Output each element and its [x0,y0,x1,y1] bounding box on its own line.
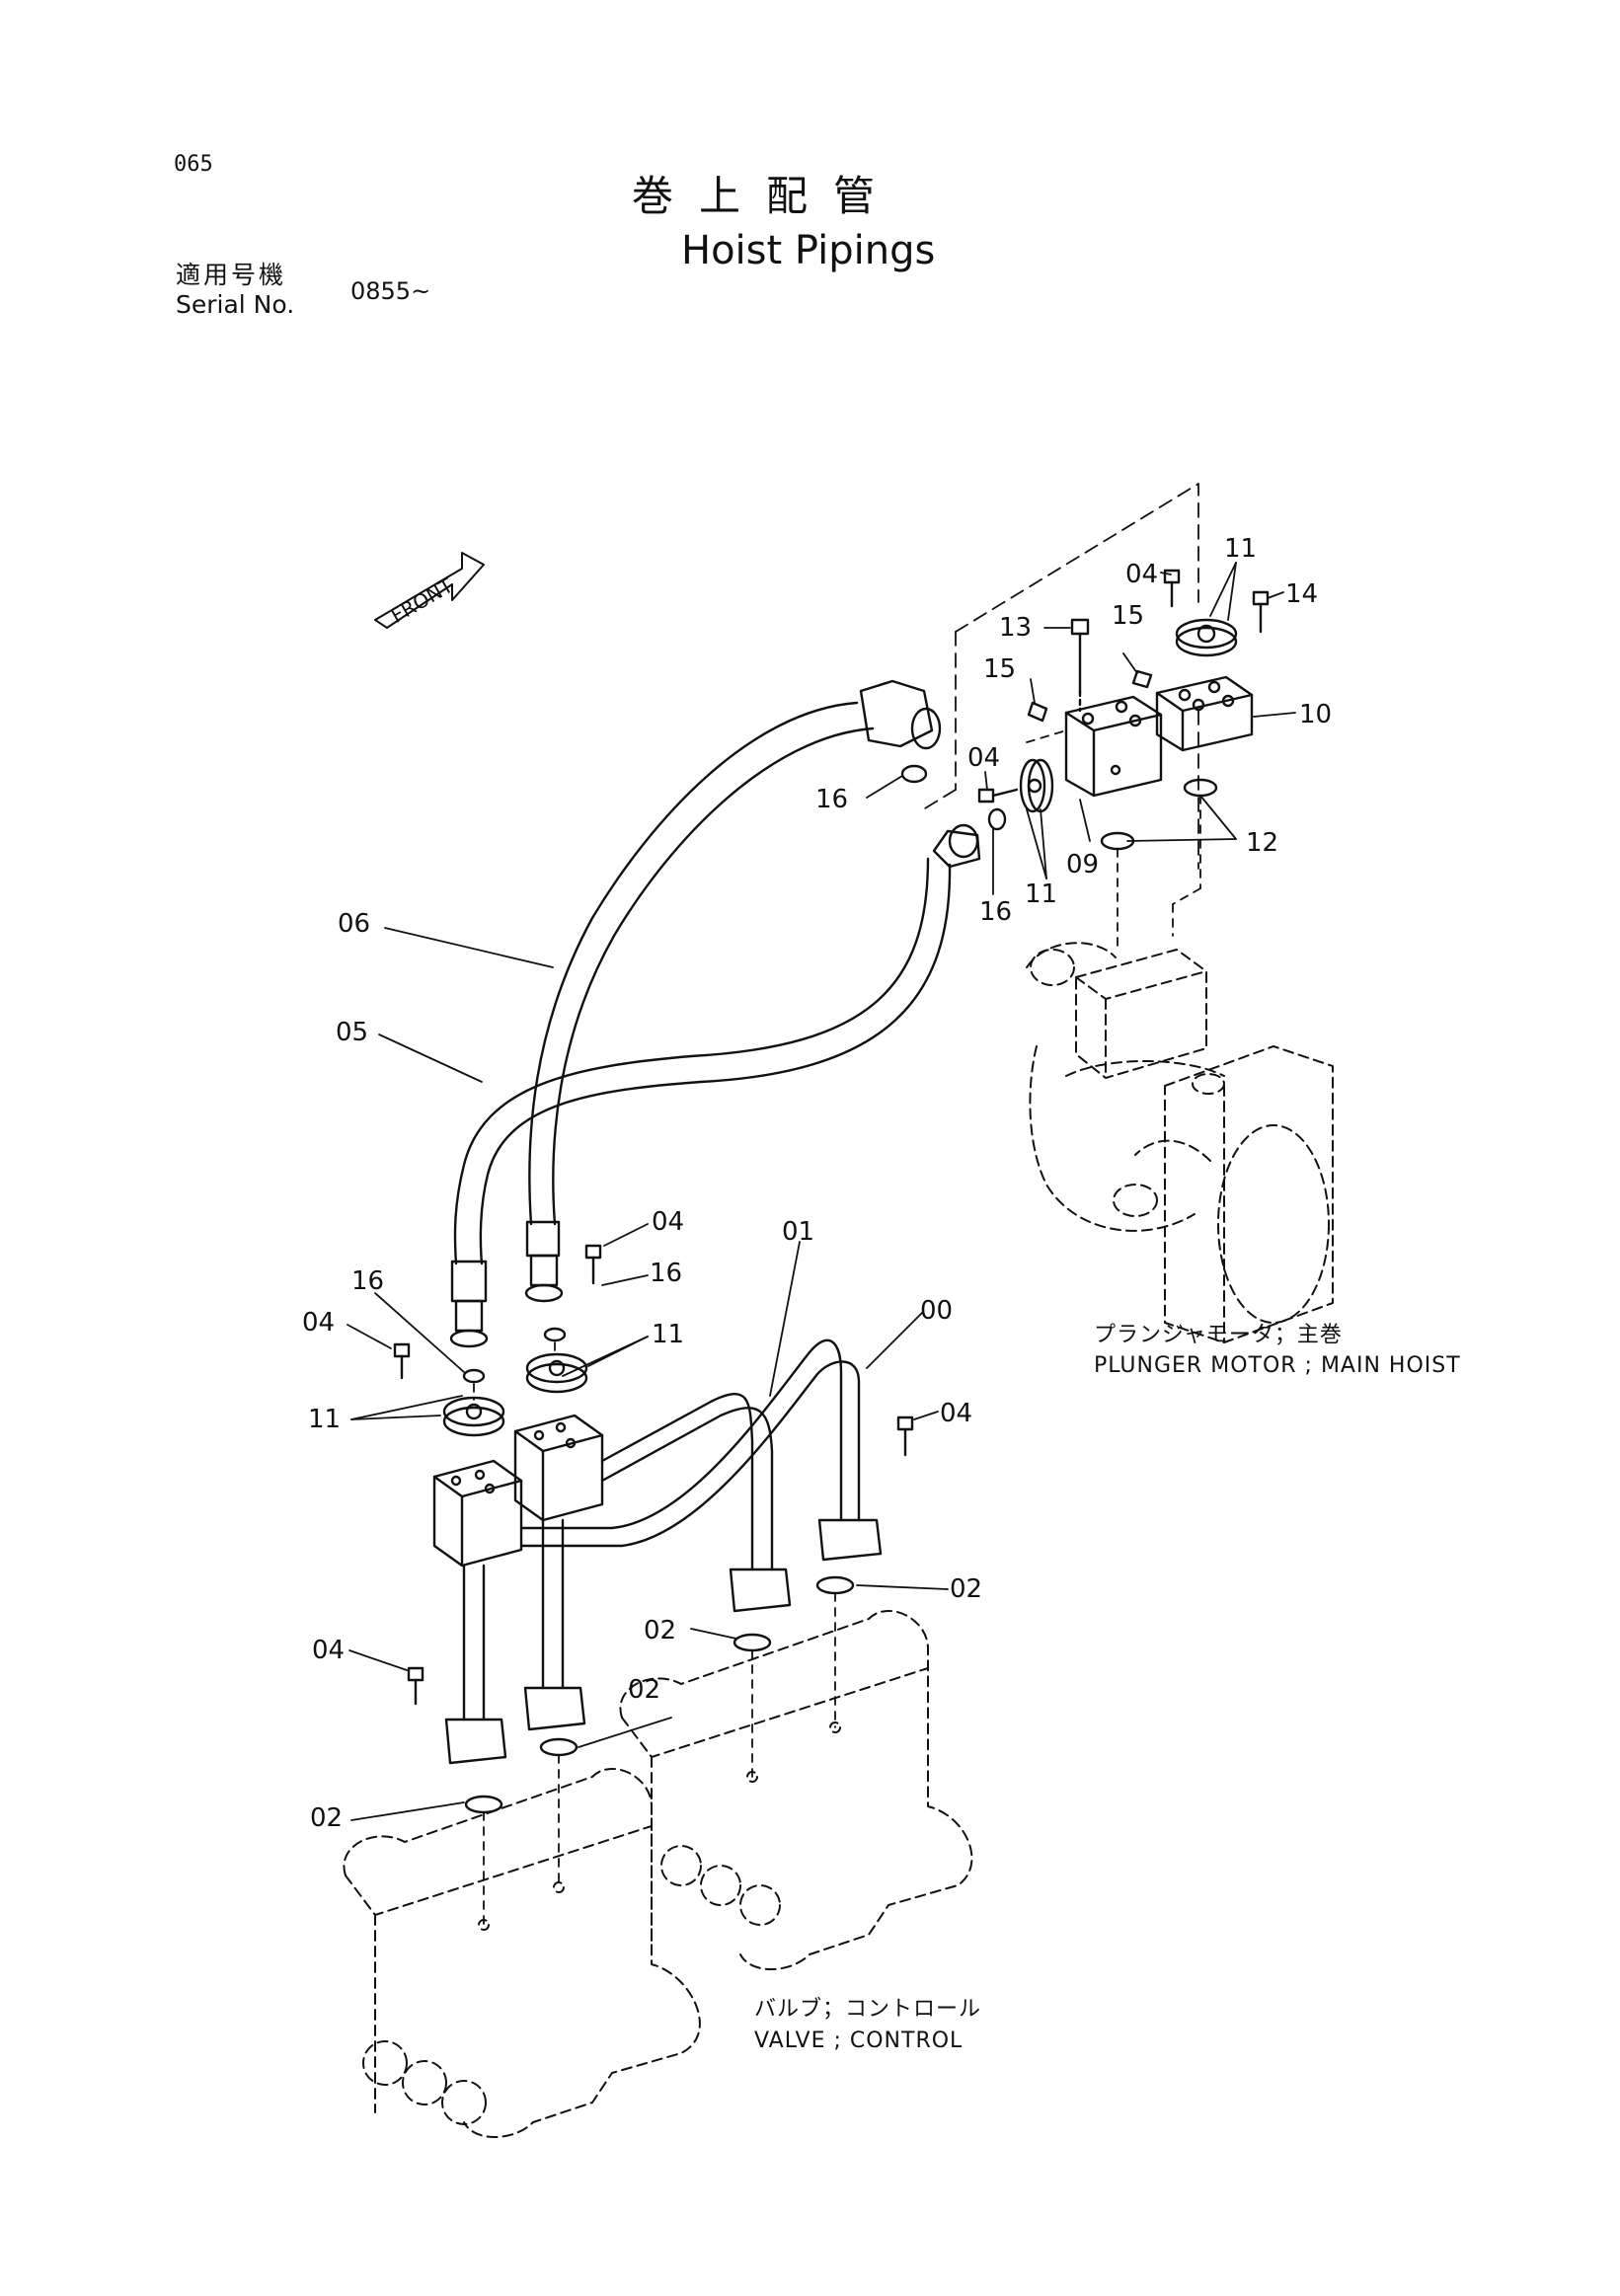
callout-15: 15 [1112,601,1144,631]
page-number: 065 [174,152,213,177]
callout-13: 13 [999,613,1032,643]
valve-caption: VALVE ; CONTROL [754,2028,964,2053]
callout-04: 04 [312,1636,345,1665]
callout-16: 16 [351,1266,384,1296]
block-left-lower [432,1459,523,1568]
callout-02: 02 [310,1803,343,1833]
callout-15: 15 [983,654,1016,684]
plunger-motor [1026,942,1334,1343]
o-ring-02 [815,1575,855,1595]
callout-12: 12 [1246,828,1278,858]
serial-label-jp: 適用号機 [176,261,287,289]
front-arrow: FRONT [374,552,485,629]
flange-11-top [1175,618,1238,657]
pipe-flanges [444,1518,883,1765]
callout-06: 06 [338,909,370,939]
motor-caption-jp: プランジャモータ；主巻 [1094,1323,1343,1347]
callout-16: 16 [650,1259,682,1288]
o-ring-16 [543,1327,567,1342]
hose-05 [449,823,981,1348]
o-ring-16 [900,764,928,784]
callout-04: 04 [1125,560,1158,589]
callout-11: 11 [308,1405,341,1434]
callout-04: 04 [652,1207,684,1237]
callout-11: 11 [1224,534,1257,564]
callout-11: 11 [1025,880,1057,909]
flange-11-mid [1019,758,1054,813]
flange-11-center [525,1352,588,1394]
callout-02: 02 [628,1675,660,1705]
o-ring-16 [987,807,1007,831]
pipe-00 [519,1339,861,1548]
callout-11: 11 [652,1320,684,1349]
plug-15 [1027,669,1153,723]
page-title-jp: 巻上配管 [632,172,901,220]
callout-10: 10 [1299,700,1332,729]
o-ring-02 [539,1737,579,1757]
o-ring-16 [462,1368,486,1384]
serial-label: Serial No. [176,290,295,319]
block-left-upper [513,1414,604,1522]
hose-06 [524,679,942,1303]
o-ring-12 [1183,778,1218,798]
callout-04: 04 [302,1308,335,1338]
bolt-14 [1252,590,1270,634]
serial-number: 0855~ [350,277,431,305]
pipe-vertical-left [462,1518,565,1722]
pipe-01 [600,1392,774,1571]
callout-01: 01 [782,1217,814,1247]
control-valve-upper [619,1609,973,1970]
page-title: Hoist Pipings [681,228,936,273]
bolt-13 [1070,618,1090,713]
callout-04: 04 [967,743,1000,773]
flange-11-left [442,1396,505,1437]
o-ring-02 [733,1633,772,1652]
callout-00: 00 [920,1296,953,1326]
callout-16: 16 [979,897,1012,927]
callout-14: 14 [1285,579,1318,609]
callout-09: 09 [1066,850,1099,880]
port-block-10 [1155,675,1254,752]
motor-caption: PLUNGER MOTOR ; MAIN HOIST [1094,1353,1461,1378]
callout-02: 02 [950,1574,982,1604]
bolt-04-mid [977,788,1019,804]
bolt-04-top [1163,569,1181,608]
bolts-lower [393,1244,914,1706]
control-valve-lower [343,1767,701,2138]
callout-02: 02 [644,1616,676,1645]
valve-caption-jp: バルブ；コントロール [754,1997,982,2022]
front-arrow-label: FRONT [387,574,458,628]
callout-05: 05 [336,1018,368,1047]
boundary-line [919,483,1199,870]
callout-04: 04 [940,1399,972,1428]
callout-16: 16 [815,785,848,814]
port-block-09 [1064,695,1163,798]
